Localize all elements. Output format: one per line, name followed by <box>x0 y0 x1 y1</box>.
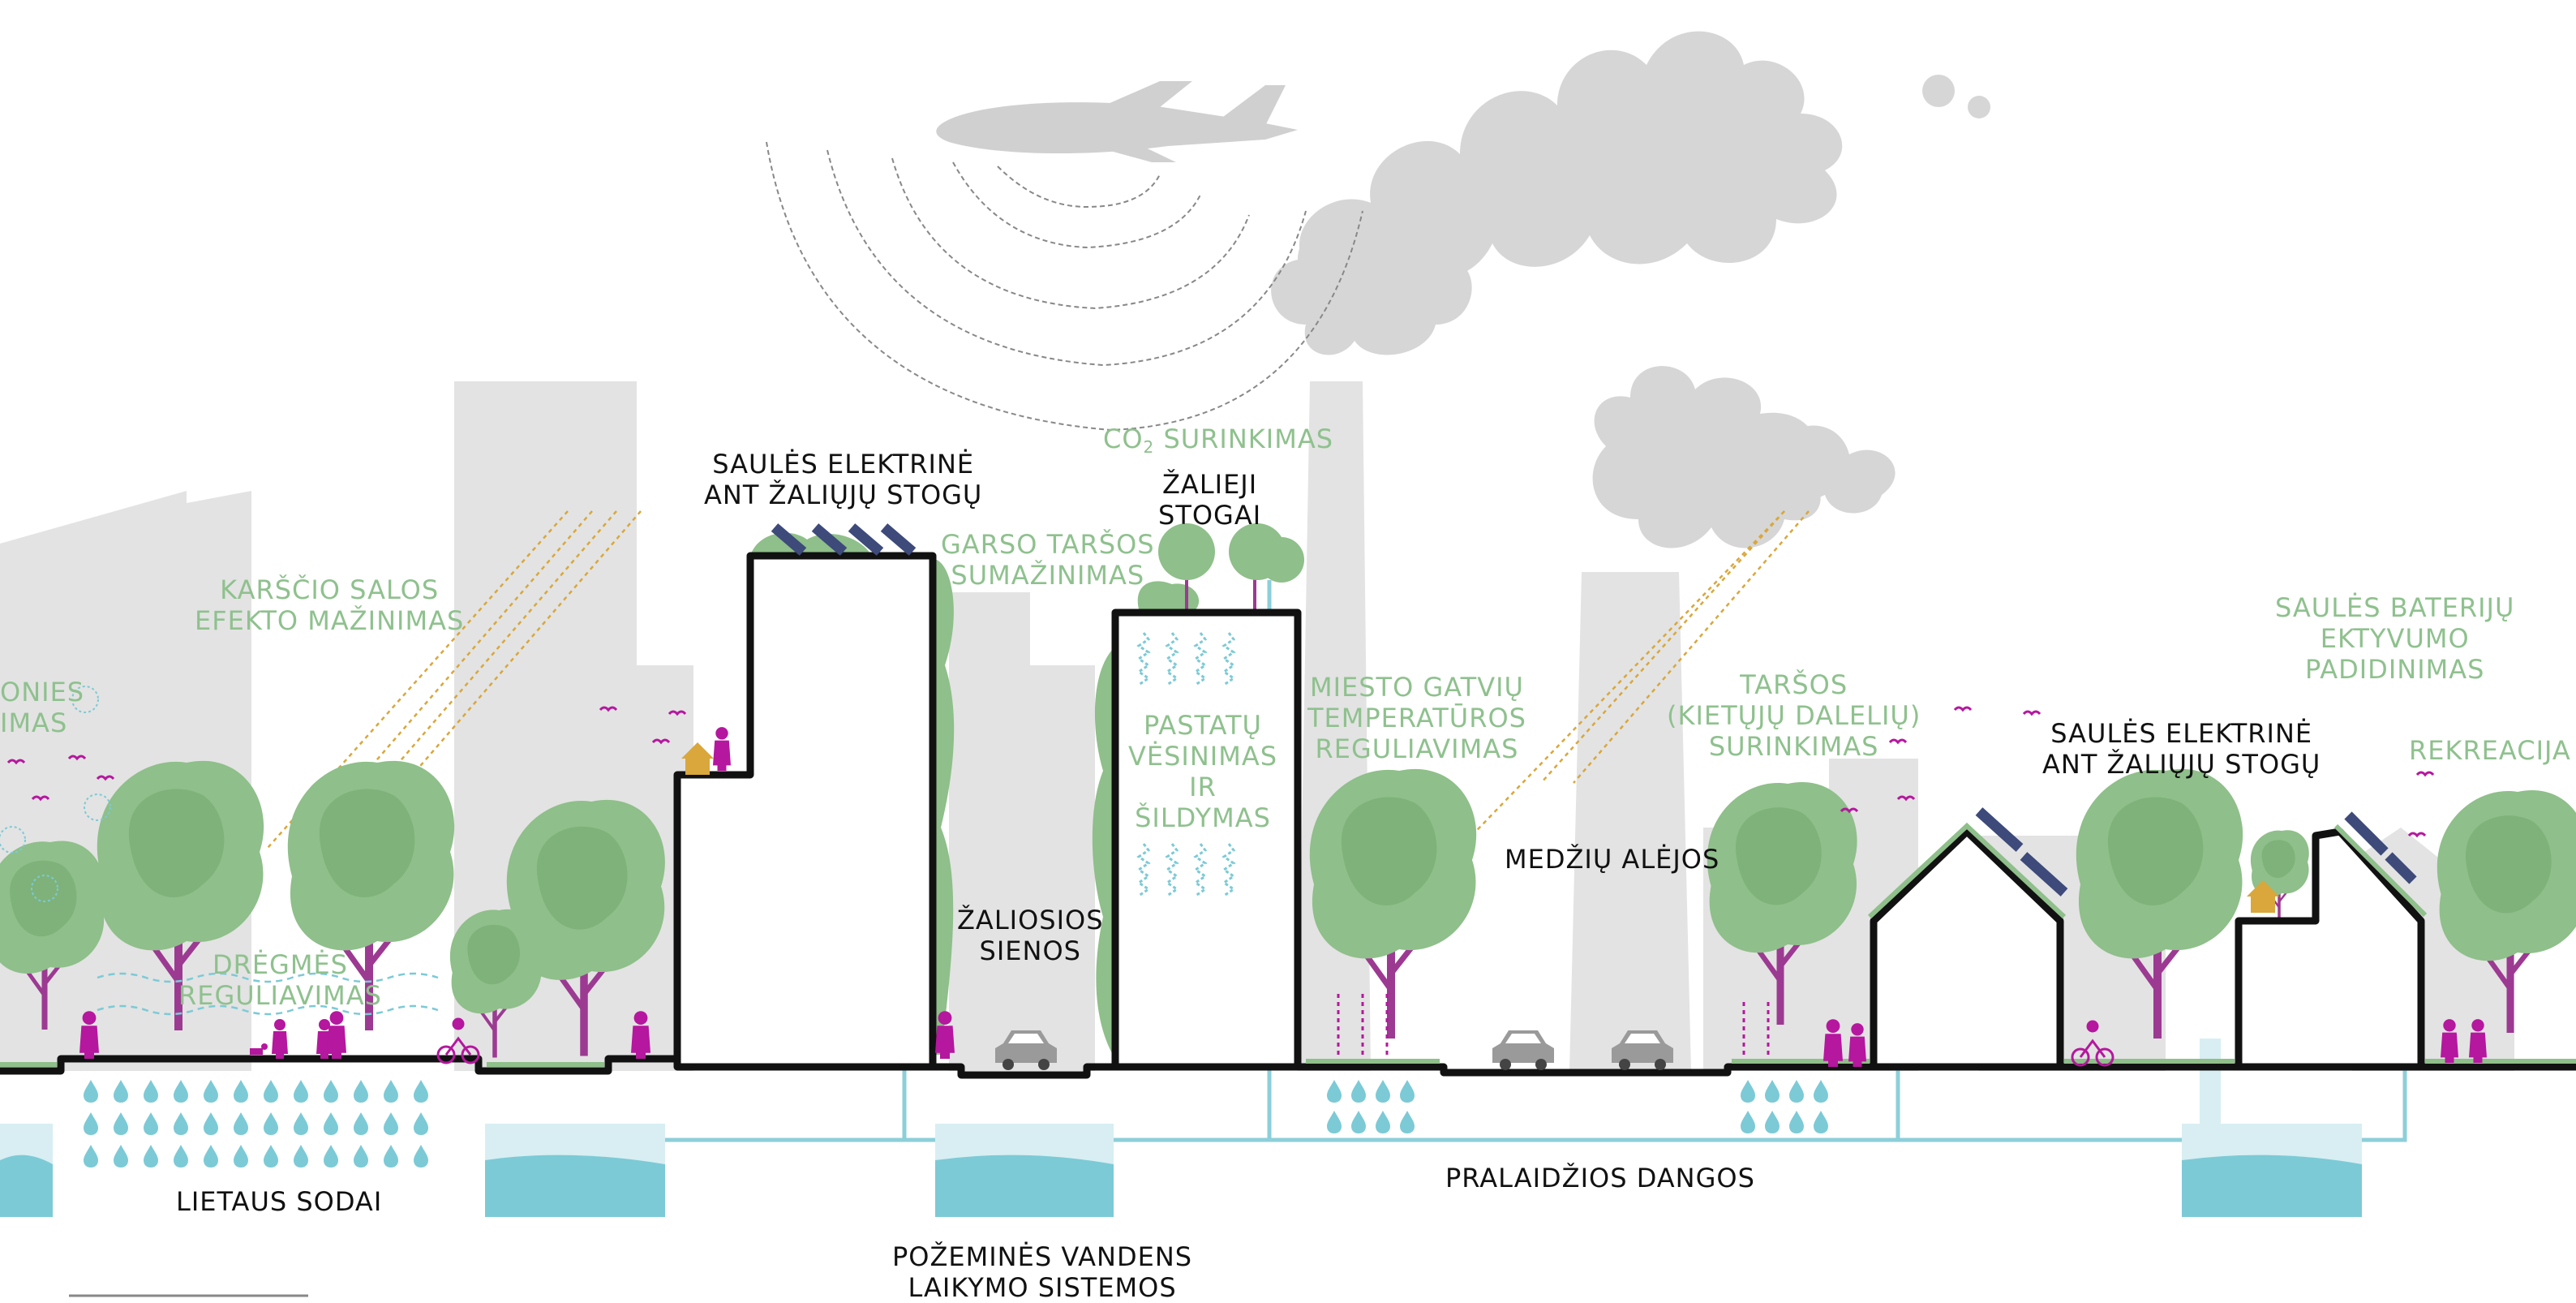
label-pralaidzios: PRALAIDŽIOS DANGOS <box>1445 1163 1755 1193</box>
cooling-arrow <box>1221 843 1236 897</box>
water-drop-icon <box>204 1112 218 1135</box>
water-drop-icon <box>384 1145 398 1168</box>
water-drop-icon <box>1814 1080 1828 1103</box>
ground-line <box>0 1055 2576 1079</box>
water-drop-icon <box>324 1080 338 1103</box>
water-drop-icon <box>354 1112 368 1135</box>
cooling-arrow <box>1165 632 1179 686</box>
water-drop-icon <box>414 1112 428 1135</box>
water-drop-icon <box>1376 1111 1390 1133</box>
water-drop-icon <box>114 1145 128 1168</box>
water-drop-icon <box>1400 1080 1415 1103</box>
water-drop-icon <box>1741 1080 1755 1103</box>
humidity-waves <box>97 972 439 1016</box>
green-roof-strips <box>0 822 2576 1067</box>
water-drop-icon <box>414 1145 428 1168</box>
label-co2: CO2 SURINKIMAS <box>1103 424 1334 457</box>
cooling-arrow <box>1193 632 1208 686</box>
water-drop-icon <box>1351 1111 1366 1133</box>
water-drop-icon <box>354 1145 368 1168</box>
water-drop-icon <box>294 1080 308 1103</box>
water-drop-icon <box>114 1112 128 1135</box>
underground-water <box>0 1039 2362 1217</box>
water-drop-icon <box>144 1145 158 1168</box>
water-drop-icon <box>174 1080 188 1103</box>
vent-arrows <box>1337 990 1770 1055</box>
water-drop-icon <box>294 1145 308 1168</box>
cooling-arrow <box>1193 843 1208 897</box>
water-drop-icon <box>324 1145 338 1168</box>
water-drop-icon <box>1765 1080 1780 1103</box>
cooling-arrows <box>1136 632 1236 897</box>
water-drop-icon <box>1327 1111 1342 1133</box>
water-drop-icon <box>84 1080 98 1103</box>
water-drop-icon <box>264 1145 278 1168</box>
water-drop-icon <box>204 1145 218 1168</box>
water-drop-icon <box>234 1080 248 1103</box>
water-drop-icon <box>1814 1111 1828 1133</box>
water-drop-icon <box>414 1080 428 1103</box>
water-drop-icon <box>1351 1080 1366 1103</box>
water-drop-icon <box>234 1112 248 1135</box>
water-drop-icon <box>84 1145 98 1168</box>
water-drop-icon <box>234 1145 248 1168</box>
cyclist-icon <box>436 1017 2114 1067</box>
water-drop-icon <box>264 1080 278 1103</box>
water-drop-icon <box>174 1145 188 1168</box>
label-lietaus-sodai: LIETAUS SODAI <box>176 1186 383 1217</box>
water-drop-icon <box>324 1112 338 1135</box>
label-tarsos: TARŠOS(KIETŲJŲ DALELIŲ)SURINKIMAS <box>1667 669 1921 762</box>
water-drop-icon <box>294 1112 308 1135</box>
water-drop-icon <box>1327 1080 1342 1103</box>
label-rekreacija: REKREACIJA <box>2409 735 2571 766</box>
cooling-arrow <box>1221 632 1236 686</box>
airplane-icon <box>936 81 1298 162</box>
label-medziu-aleja: MEDŽIŲ ALĖJOS <box>1505 844 1720 875</box>
o2-bubbles <box>0 686 111 902</box>
water-drop-icon <box>1741 1111 1755 1133</box>
cooling-arrow <box>1136 632 1151 686</box>
water-drop-icon <box>264 1112 278 1135</box>
smoke-cloud-icon <box>1271 31 1990 548</box>
rooftop-trees <box>1137 523 1304 613</box>
building-outlines <box>673 552 2425 1071</box>
water-drop-icon <box>84 1112 98 1135</box>
cooling-arrow <box>1136 843 1151 897</box>
water-drop-icon <box>174 1112 188 1135</box>
water-drop-icon <box>144 1080 158 1103</box>
beehive-icon <box>681 742 2279 913</box>
water-drop-icon <box>1376 1080 1390 1103</box>
water-drop-icon <box>384 1112 398 1135</box>
dog-icon <box>250 1043 268 1055</box>
water-drop-icon <box>1400 1111 1415 1133</box>
water-drop-icon <box>1765 1111 1780 1133</box>
sun-ray-icon <box>267 510 1810 849</box>
water-drop-icon <box>204 1080 218 1103</box>
water-drop-icon <box>1789 1111 1804 1133</box>
noise-waves <box>766 141 1363 432</box>
solar-panel-icon <box>771 523 2417 897</box>
water-drop-icon <box>354 1080 368 1103</box>
water-drop-icon <box>384 1080 398 1103</box>
cooling-arrow <box>1165 843 1179 897</box>
water-drop-icon <box>1789 1080 1804 1103</box>
water-drop-icon <box>144 1112 158 1135</box>
water-drop-icon <box>114 1080 128 1103</box>
